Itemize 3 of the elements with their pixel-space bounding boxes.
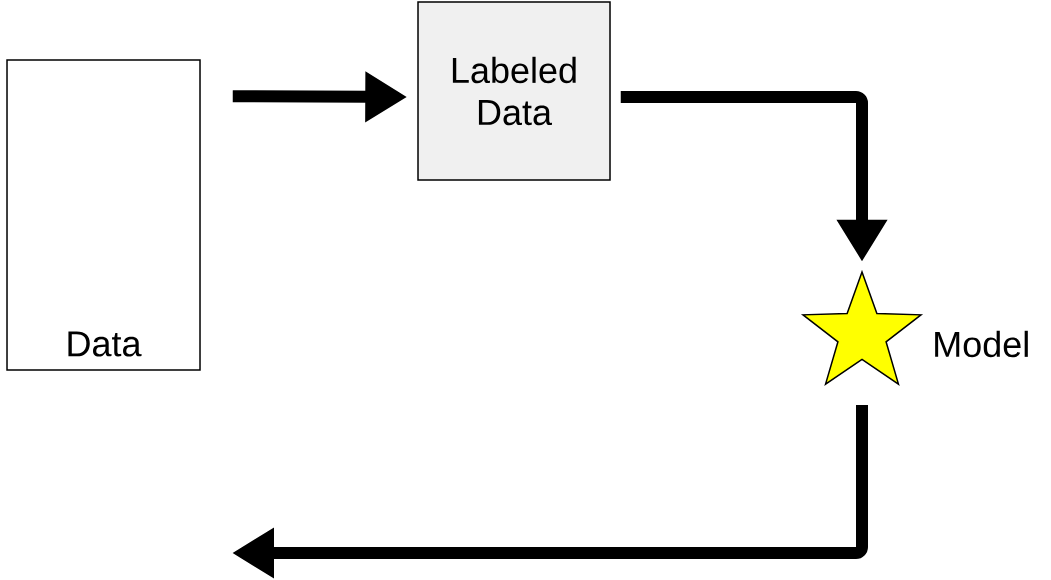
process-box: Labeled Data: [417, 1, 611, 181]
node-label: Model: [935, 330, 1028, 358]
process-box: Data: [6, 59, 201, 371]
